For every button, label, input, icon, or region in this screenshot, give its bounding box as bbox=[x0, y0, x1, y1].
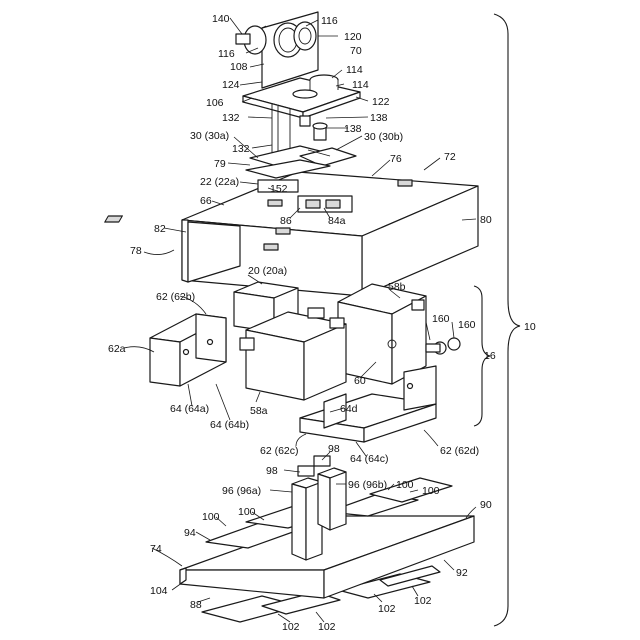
label-114: 114 bbox=[352, 79, 369, 91]
label-88: 88 bbox=[190, 599, 202, 611]
label-82: 82 bbox=[154, 223, 166, 235]
label-160: 160 bbox=[458, 319, 476, 331]
label-152: 152 bbox=[270, 183, 288, 195]
label-96b: 96 (96b) bbox=[348, 479, 387, 491]
label-58b: 58b bbox=[388, 281, 406, 293]
label-100: 100 bbox=[422, 485, 440, 497]
label-160: 160 bbox=[432, 313, 450, 325]
label-106: 106 bbox=[206, 97, 224, 109]
label-102: 102 bbox=[282, 621, 300, 633]
label-96a: 96 (96a) bbox=[222, 485, 261, 497]
label-92: 92 bbox=[456, 567, 468, 579]
middle-assembly-16 bbox=[150, 282, 460, 442]
label-10: 10 bbox=[524, 321, 536, 333]
label-138: 138 bbox=[344, 123, 362, 135]
label-120: 120 bbox=[344, 31, 362, 43]
label-132: 132 bbox=[222, 112, 240, 124]
label-30b: 30 (30b) bbox=[364, 131, 403, 143]
label-124: 124 bbox=[222, 79, 240, 91]
label-98: 98 bbox=[328, 443, 340, 455]
label-66: 66 bbox=[200, 195, 212, 207]
label-132: 132 bbox=[232, 143, 250, 155]
label-62d: 62 (62d) bbox=[440, 445, 479, 457]
label-72: 72 bbox=[444, 151, 456, 163]
label-100: 100 bbox=[202, 511, 220, 523]
label-64a: 64 (64a) bbox=[170, 403, 209, 415]
label-116: 116 bbox=[218, 48, 235, 60]
label-62a: 62a bbox=[108, 343, 126, 355]
label-64b: 64 (64b) bbox=[210, 419, 249, 431]
label-62c: 62 (62c) bbox=[260, 445, 299, 457]
label-102: 102 bbox=[318, 621, 336, 633]
label-86: 86 bbox=[280, 215, 292, 227]
label-84a: 84a bbox=[328, 215, 346, 227]
label-94: 94 bbox=[184, 527, 196, 539]
label-60: 60 bbox=[354, 375, 366, 387]
label-90: 90 bbox=[480, 499, 492, 511]
label-104: 104 bbox=[150, 585, 168, 597]
label-64d: 64d bbox=[340, 403, 358, 415]
label-64c: 64 (64c) bbox=[350, 453, 389, 465]
label-80: 80 bbox=[480, 214, 492, 226]
label-100: 100 bbox=[396, 479, 414, 491]
label-138: 138 bbox=[370, 112, 388, 124]
label-98: 98 bbox=[266, 465, 278, 477]
brace-10 bbox=[494, 14, 520, 626]
sensor-module-70 bbox=[236, 12, 360, 170]
label-140: 140 bbox=[212, 13, 230, 25]
label-74: 74 bbox=[150, 543, 162, 555]
label-116: 116 bbox=[321, 15, 338, 27]
label-78: 78 bbox=[130, 245, 142, 257]
label-58a: 58a bbox=[250, 405, 268, 417]
label-16: 16 bbox=[484, 350, 496, 362]
label-102: 102 bbox=[378, 603, 396, 615]
label-76: 76 bbox=[390, 153, 402, 165]
label-108: 108 bbox=[230, 61, 248, 73]
label-22a: 22 (22a) bbox=[200, 176, 239, 188]
label-114: 114 bbox=[346, 64, 363, 76]
label-62b: 62 (62b) bbox=[156, 291, 195, 303]
label-102: 102 bbox=[414, 595, 432, 607]
label-122: 122 bbox=[372, 96, 390, 108]
label-79: 79 bbox=[214, 158, 226, 170]
label-20a: 20 (20a) bbox=[248, 265, 287, 277]
label-100: 100 bbox=[238, 506, 256, 518]
label-70: 70 bbox=[350, 45, 362, 57]
label-30a: 30 (30a) bbox=[190, 130, 229, 142]
